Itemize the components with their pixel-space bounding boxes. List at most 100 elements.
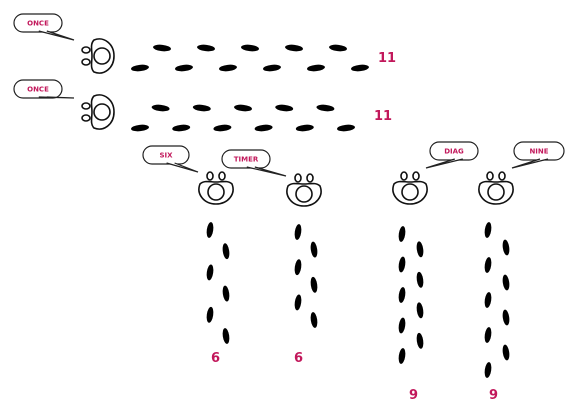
figure-left-foot — [412, 171, 420, 181]
figure-head — [93, 47, 111, 65]
figure-head — [487, 183, 505, 201]
footprint — [172, 124, 191, 132]
footprint — [310, 276, 318, 293]
bubble-label: SIX — [159, 152, 173, 160]
figure-head — [207, 183, 225, 201]
figure-right-foot — [486, 171, 494, 181]
bubble-tail — [511, 158, 549, 169]
figure-head — [295, 185, 313, 203]
footprint — [337, 124, 355, 132]
footprint — [310, 241, 318, 258]
bubble-outline — [13, 13, 63, 33]
walker-5-speech-bubble: DIAG — [425, 141, 479, 169]
footprint — [484, 362, 492, 378]
walker-2: ONCE 11 — [13, 79, 392, 132]
footprint — [294, 294, 302, 311]
walker-5-step-count: 9 — [409, 388, 418, 403]
walker-1-speech-bubble: ONCE — [13, 13, 75, 41]
footprint — [398, 287, 406, 303]
walker-2-figure-icon — [81, 94, 115, 130]
footprint — [398, 256, 406, 273]
walker-3-footprints — [206, 222, 230, 344]
bubble-label: DIAG — [444, 148, 464, 156]
figure-left-foot — [81, 46, 91, 54]
footprint — [502, 344, 510, 361]
footprint — [197, 44, 215, 52]
walker-6: NINE 9 — [478, 141, 565, 403]
walker-1-step-count: 11 — [378, 51, 396, 66]
walker-2-speech-bubble: ONCE — [13, 79, 75, 99]
footprint — [351, 64, 369, 72]
figure-right-foot — [81, 114, 91, 122]
walker-1-footprints — [131, 44, 369, 72]
walker-6-speech-bubble: NINE — [511, 141, 565, 169]
footprint — [307, 64, 325, 72]
footprint — [416, 332, 424, 349]
walker-4-figure-icon — [286, 173, 322, 207]
walker-3-speech-bubble: SIX — [142, 145, 199, 173]
bubble-outline — [142, 145, 190, 165]
walker-3: SIX 6 — [142, 145, 234, 366]
walker-5-figure-icon — [392, 171, 428, 205]
footprint — [416, 241, 424, 258]
footprint — [416, 302, 424, 319]
footprint — [398, 226, 406, 242]
bubble-label: ONCE — [27, 86, 49, 94]
walker-3-figure-icon — [198, 171, 234, 205]
footprint — [294, 224, 302, 240]
footprint — [219, 64, 237, 72]
walker-4-footprints — [294, 224, 318, 328]
footprint — [222, 285, 230, 302]
footprint — [234, 104, 252, 112]
footprint — [484, 222, 492, 238]
footprint — [254, 124, 273, 132]
footprint — [484, 292, 492, 308]
footprint — [310, 312, 318, 328]
footprint — [192, 104, 211, 112]
walker-6-figure-icon — [478, 171, 514, 205]
footprint — [151, 104, 170, 112]
footprint — [222, 328, 230, 344]
footprint — [222, 243, 230, 260]
figure-right-foot — [81, 58, 91, 66]
footprint — [295, 124, 314, 132]
footprint — [502, 274, 510, 291]
footprint — [285, 44, 303, 52]
footprint — [275, 104, 294, 112]
bubble-label: NINE — [529, 148, 548, 156]
footprint — [131, 124, 149, 132]
footprint — [206, 264, 214, 281]
walker-2-step-count: 11 — [374, 109, 392, 124]
bubble-tail — [38, 96, 75, 99]
bubble-tail — [166, 162, 199, 173]
figure-head — [401, 183, 419, 201]
walker-5-footprints — [398, 226, 424, 364]
bubble-tail — [246, 166, 287, 177]
figure-left-foot — [306, 173, 314, 183]
footprint — [206, 306, 214, 323]
footprint — [484, 327, 492, 343]
footprint — [175, 64, 193, 72]
figure-left-foot — [218, 171, 226, 181]
walker-4-speech-bubble: TIMER — [221, 149, 287, 177]
footprint — [398, 317, 406, 334]
bubble-label: TIMER — [234, 156, 259, 164]
footprint — [416, 271, 424, 288]
walker-4-step-count: 6 — [294, 351, 303, 366]
walker-2-footprints — [131, 104, 355, 132]
walker-4: TIMER 6 — [221, 149, 322, 366]
figure-right-foot — [294, 173, 302, 183]
bubble-label: ONCE — [27, 20, 49, 28]
walker-1: ONCE 11 — [13, 13, 396, 74]
bubble-tail — [38, 30, 75, 41]
walker-6-step-count: 9 — [489, 388, 498, 403]
bubble-outline — [13, 79, 63, 99]
walker-6-footprints — [484, 222, 510, 378]
footprint — [241, 44, 259, 52]
bubble-tail — [425, 158, 463, 169]
footprint — [316, 104, 335, 112]
footprint — [502, 309, 510, 326]
walker-3-step-count: 6 — [211, 351, 220, 366]
